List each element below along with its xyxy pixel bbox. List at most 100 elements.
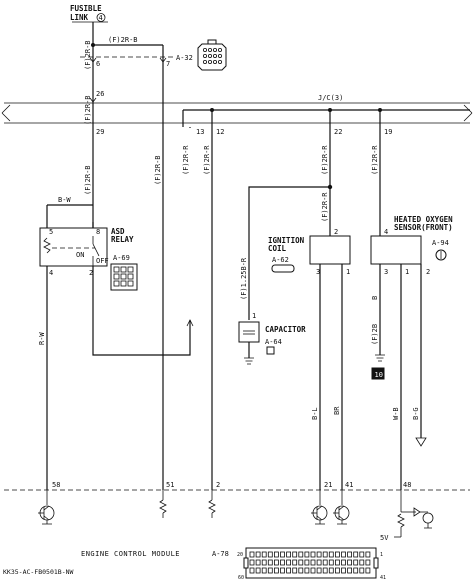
ecm-connector-pin bbox=[353, 551, 359, 558]
relay-code: A-69 bbox=[113, 254, 130, 262]
ecm-connector-pin bbox=[304, 567, 310, 574]
ecm-connector-pin bbox=[255, 551, 261, 558]
ignition-label-2: COIL bbox=[268, 244, 287, 253]
ignition-coil-box bbox=[309, 235, 351, 265]
ecm-connector-pin bbox=[341, 567, 346, 574]
ecm-connector-pin bbox=[249, 567, 255, 574]
transistor-icon bbox=[422, 512, 434, 524]
ecm-connector-pin bbox=[365, 559, 371, 566]
wire-label-left-lower: (F)2R-B bbox=[84, 165, 92, 195]
fusible-link-label-2: LINK bbox=[70, 13, 89, 22]
ecm-connector-pin bbox=[273, 567, 279, 574]
ecm-connector-pin bbox=[365, 551, 371, 558]
ground-icon bbox=[375, 354, 385, 362]
ecm-pin-48: 48 bbox=[403, 481, 411, 489]
ecm-connector-pin bbox=[280, 559, 285, 566]
connector-a32-icon bbox=[197, 39, 227, 71]
relay-on: ON bbox=[76, 251, 84, 259]
wire-cap-feed bbox=[248, 186, 330, 320]
pin-19: 19 bbox=[384, 128, 392, 136]
ground-arrow-icon bbox=[415, 437, 427, 447]
pin-29: 29 bbox=[96, 128, 104, 136]
wire-label-rw: R-W bbox=[38, 332, 46, 345]
relay-off: OFF bbox=[96, 257, 109, 265]
ecm-connector-pin bbox=[322, 567, 328, 574]
ecm-connector-pin bbox=[334, 567, 340, 574]
resistor-icon bbox=[397, 513, 405, 528]
ecm-5v-label: 5V bbox=[380, 534, 389, 542]
ecm-connector-pin bbox=[261, 567, 267, 574]
ecm-connector-pin bbox=[292, 559, 298, 566]
wire-label-bw: B-W bbox=[58, 196, 71, 204]
ecm-code: A-78 bbox=[212, 550, 229, 558]
resistor-icon bbox=[208, 499, 216, 514]
wire-label-oxy-2b: (F)2B bbox=[371, 324, 379, 345]
capacitor-code: A-64 bbox=[265, 338, 282, 346]
junction-dot bbox=[328, 108, 332, 112]
ignition-connector-icon bbox=[271, 264, 295, 273]
ecm-conn-pin-1: 1 bbox=[380, 552, 383, 558]
pin-6-arrow bbox=[89, 57, 97, 63]
jc-label: J/C(3) bbox=[318, 94, 343, 102]
ecm-connector-pin bbox=[286, 567, 292, 574]
ecm-pin-21: 21 bbox=[324, 481, 332, 489]
oxygen-sensor-box bbox=[370, 235, 422, 265]
ecm-connector-pin bbox=[280, 551, 285, 558]
relay-label-1: ASD bbox=[111, 227, 125, 236]
oxygen-sensor: 4 3 1 2 HEATED OXYGEN SENSOR(FRONT) A-94 bbox=[370, 215, 453, 276]
connector-a32-label: A-32 bbox=[176, 54, 193, 62]
resistor-icon bbox=[159, 499, 167, 514]
oxy-pin-4: 4 bbox=[384, 228, 388, 236]
ecm-connector-pin bbox=[316, 559, 322, 566]
relay-contact-arm bbox=[92, 243, 100, 257]
wire-label-jc19: (F)2R-R bbox=[371, 145, 379, 175]
relay-label-2: RELAY bbox=[111, 235, 134, 244]
capacitor-box bbox=[238, 321, 260, 343]
relay-pin-8: 8 bbox=[96, 228, 100, 236]
pin-13: 13 bbox=[196, 128, 204, 136]
ecm-internals bbox=[38, 490, 434, 538]
ground-icon bbox=[244, 357, 254, 365]
wire-label-jc22: (F)2R-R bbox=[321, 145, 329, 175]
wire-label-jc12: (F)2R-R bbox=[203, 145, 211, 175]
ecm-label: ENGINE CONTROL MODULE bbox=[81, 550, 180, 558]
wire-label-ign-feed: (F)2R-R bbox=[321, 192, 329, 222]
wire-label-jc13: (F)2R-R bbox=[182, 145, 190, 175]
ecm-connector-pin bbox=[298, 559, 304, 566]
jc-left-arrow bbox=[1, 104, 11, 122]
relay-connector-icon bbox=[110, 263, 138, 291]
ecm-connector-pin bbox=[261, 551, 267, 558]
ecm-connector-pin bbox=[286, 559, 292, 566]
ecm-connector-pin bbox=[359, 567, 365, 574]
ecm-connector-pin bbox=[267, 559, 273, 566]
junction-dot bbox=[378, 108, 382, 112]
ground-ref-badge bbox=[371, 367, 385, 380]
wire-relay-loop bbox=[92, 266, 191, 356]
oxy-pin-2: 2 bbox=[426, 268, 430, 276]
ecm-conn-pin-60: 60 bbox=[238, 575, 244, 581]
ecm-connector-pin bbox=[316, 551, 322, 558]
wire-label-fusible-out: (F)2R-B bbox=[84, 40, 92, 70]
ign-pin-2: 2 bbox=[334, 228, 338, 236]
ecm-pin-51: 51 bbox=[166, 481, 174, 489]
wire-relay-loop-arrow bbox=[186, 319, 194, 327]
capacitor: 1 CAPACITOR A-64 bbox=[238, 312, 306, 365]
fusible-link-label-1: FUSIBLE bbox=[70, 4, 102, 13]
ecm-connector-pin bbox=[255, 567, 261, 574]
ecm-connector-pin bbox=[353, 559, 359, 566]
wire-label-bl: B-L bbox=[311, 407, 319, 420]
wire-label-cap-feed: (F)1.25B-R bbox=[240, 257, 248, 300]
ecm-connector-pin bbox=[267, 567, 273, 574]
relay-pin-2: 2 bbox=[89, 269, 93, 277]
ground-ref-label: 10 bbox=[375, 371, 383, 379]
ecm-connector-pin bbox=[280, 567, 285, 574]
capacitor-label: CAPACITOR bbox=[265, 325, 306, 334]
ecm-pin-2: 2 bbox=[216, 481, 220, 489]
ecm-connector-pin bbox=[359, 551, 365, 558]
ignition-label-1: IGNITION bbox=[268, 236, 305, 245]
ecm-connector-pin bbox=[341, 551, 346, 558]
wire-label-top: (F)2R-B bbox=[108, 36, 138, 44]
ecm-connector-pin bbox=[316, 567, 322, 574]
oxy-pin-1: 1 bbox=[405, 268, 409, 276]
